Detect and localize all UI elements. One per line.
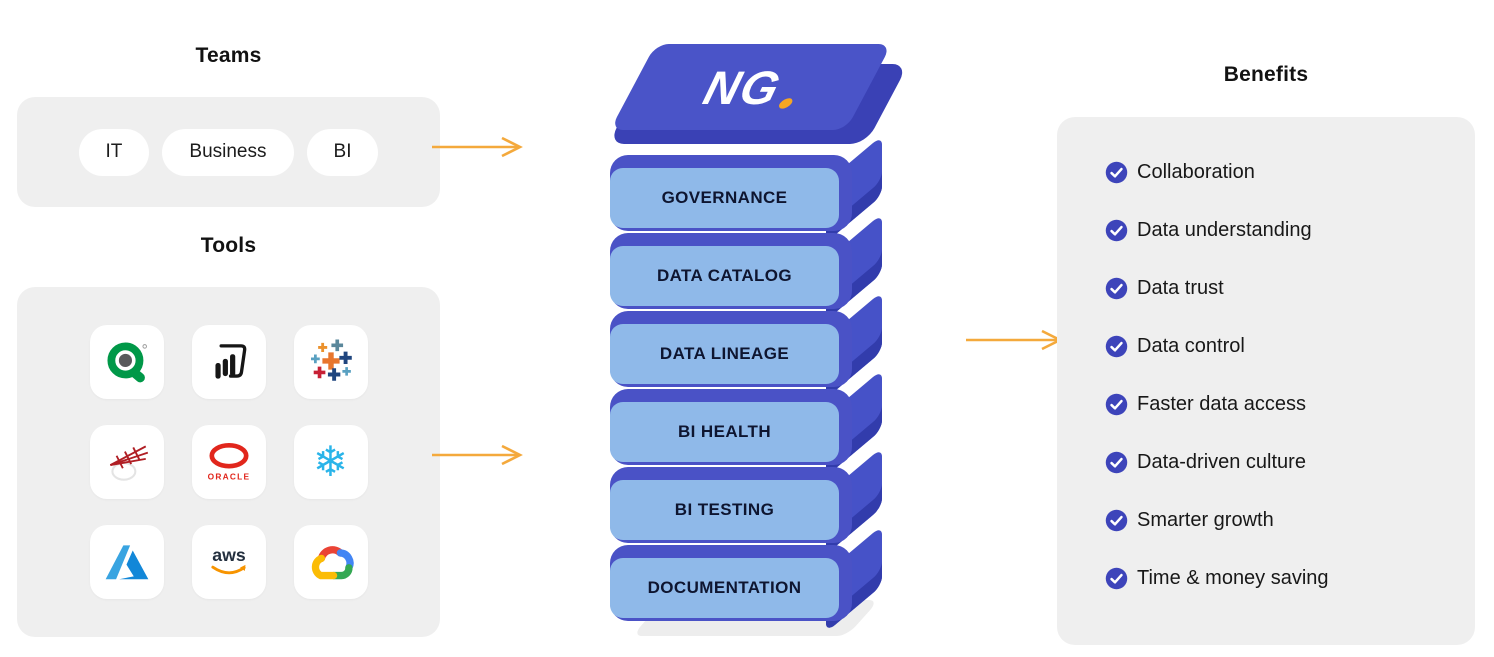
- benefit-item: Time & money saving: [1105, 549, 1475, 607]
- azure-icon: [105, 545, 148, 580]
- tower-layer-bi-health: BI HEALTH: [610, 369, 882, 477]
- tableau-icon: [310, 339, 352, 381]
- qlik-icon: [106, 342, 147, 383]
- tool-tile-snowflake: ❄: [293, 425, 368, 499]
- tool-tile-google-cloud: [293, 525, 368, 599]
- check-icon: [1105, 219, 1128, 242]
- snowflake-icon: ❄: [312, 438, 349, 485]
- check-icon: [1105, 161, 1128, 184]
- layer-label: GOVERNANCE: [610, 168, 839, 228]
- check-icon: [1105, 567, 1128, 590]
- layer-label: DATA LINEAGE: [610, 324, 839, 384]
- tool-tile-qlik: [89, 325, 164, 399]
- layer-label: DOCUMENTATION: [610, 558, 839, 618]
- check-icon: [1105, 335, 1128, 358]
- benefit-item: Data understanding: [1105, 201, 1475, 259]
- check-icon: [1105, 393, 1128, 416]
- oracle-wordmark: ORACLE: [207, 472, 250, 482]
- arrow-tools-to-platform: [430, 442, 534, 473]
- tower-layer-data-lineage: DATA LINEAGE: [610, 291, 882, 399]
- benefits-panel: Collaboration Data understanding Data tr…: [1057, 117, 1475, 645]
- team-pill-bi: BI: [306, 128, 379, 176]
- tools-title: Tools: [200, 234, 257, 257]
- teams-panel: IT Business BI: [17, 97, 440, 207]
- power-bi-icon: [214, 344, 246, 379]
- benefit-item: Collaboration: [1105, 143, 1475, 201]
- benefits-title: Benefits: [1223, 63, 1309, 86]
- layer-label: DATA CATALOG: [610, 246, 839, 306]
- check-icon: [1105, 509, 1128, 532]
- layer-label: BI TESTING: [610, 480, 839, 540]
- aws-wordmark: aws: [212, 545, 246, 565]
- benefit-label: Smarter growth: [1137, 508, 1274, 531]
- check-icon: [1105, 277, 1128, 300]
- ng-logo-dot: [777, 95, 794, 110]
- benefit-label: Collaboration: [1137, 160, 1255, 183]
- tool-tile-azure: [89, 525, 164, 599]
- benefit-label: Data-driven culture: [1137, 450, 1306, 473]
- arrow-teams-to-platform: [430, 134, 534, 165]
- benefit-label: Faster data access: [1137, 392, 1306, 415]
- tower-layer-documentation: DOCUMENTATION: [610, 525, 882, 633]
- ng-logo-text: NG: [698, 60, 788, 114]
- benefit-label: Time & money saving: [1137, 566, 1329, 589]
- team-pill-business: Business: [162, 128, 294, 176]
- tool-tile-aws: aws: [191, 525, 266, 599]
- arrow-right-icon: [432, 136, 523, 158]
- ng-logo: NG: [610, 44, 892, 130]
- tool-tile-tableau: [293, 325, 368, 399]
- benefit-label: Data control: [1137, 334, 1245, 357]
- teams-title: Teams: [195, 44, 262, 67]
- tower-layer-data-catalog: DATA CATALOG: [610, 213, 882, 321]
- aws-icon: aws: [210, 545, 246, 575]
- tools-panel: ORACLE ❄ aws: [17, 287, 440, 637]
- benefit-item: Data-driven culture: [1105, 433, 1475, 491]
- tower-top-cap: NG: [608, 44, 909, 144]
- tool-tile-oracle: ORACLE: [191, 425, 266, 499]
- benefit-item: Faster data access: [1105, 375, 1475, 433]
- layer-label: BI HEALTH: [610, 402, 839, 462]
- benefit-item: Data control: [1105, 317, 1475, 375]
- benefit-label: Data trust: [1137, 276, 1224, 299]
- team-pill-it: IT: [78, 128, 150, 176]
- google-cloud-icon: [311, 546, 354, 580]
- benefit-item: Smarter growth: [1105, 491, 1475, 549]
- check-icon: [1105, 451, 1128, 474]
- benefit-item: Data trust: [1105, 259, 1475, 317]
- arrow-right-icon: [432, 444, 523, 466]
- tower-layer-governance: GOVERNANCE: [610, 135, 882, 243]
- oracle-icon: ORACLE: [207, 442, 250, 482]
- tools-grid: ORACLE ❄ aws: [17, 287, 440, 637]
- tool-tile-power-bi: [191, 325, 266, 399]
- benefit-label: Data understanding: [1137, 218, 1312, 241]
- tool-tile-sql-server: [89, 425, 164, 499]
- tower-layer-bi-testing: BI TESTING: [610, 447, 882, 555]
- sql-server-icon: [109, 445, 148, 481]
